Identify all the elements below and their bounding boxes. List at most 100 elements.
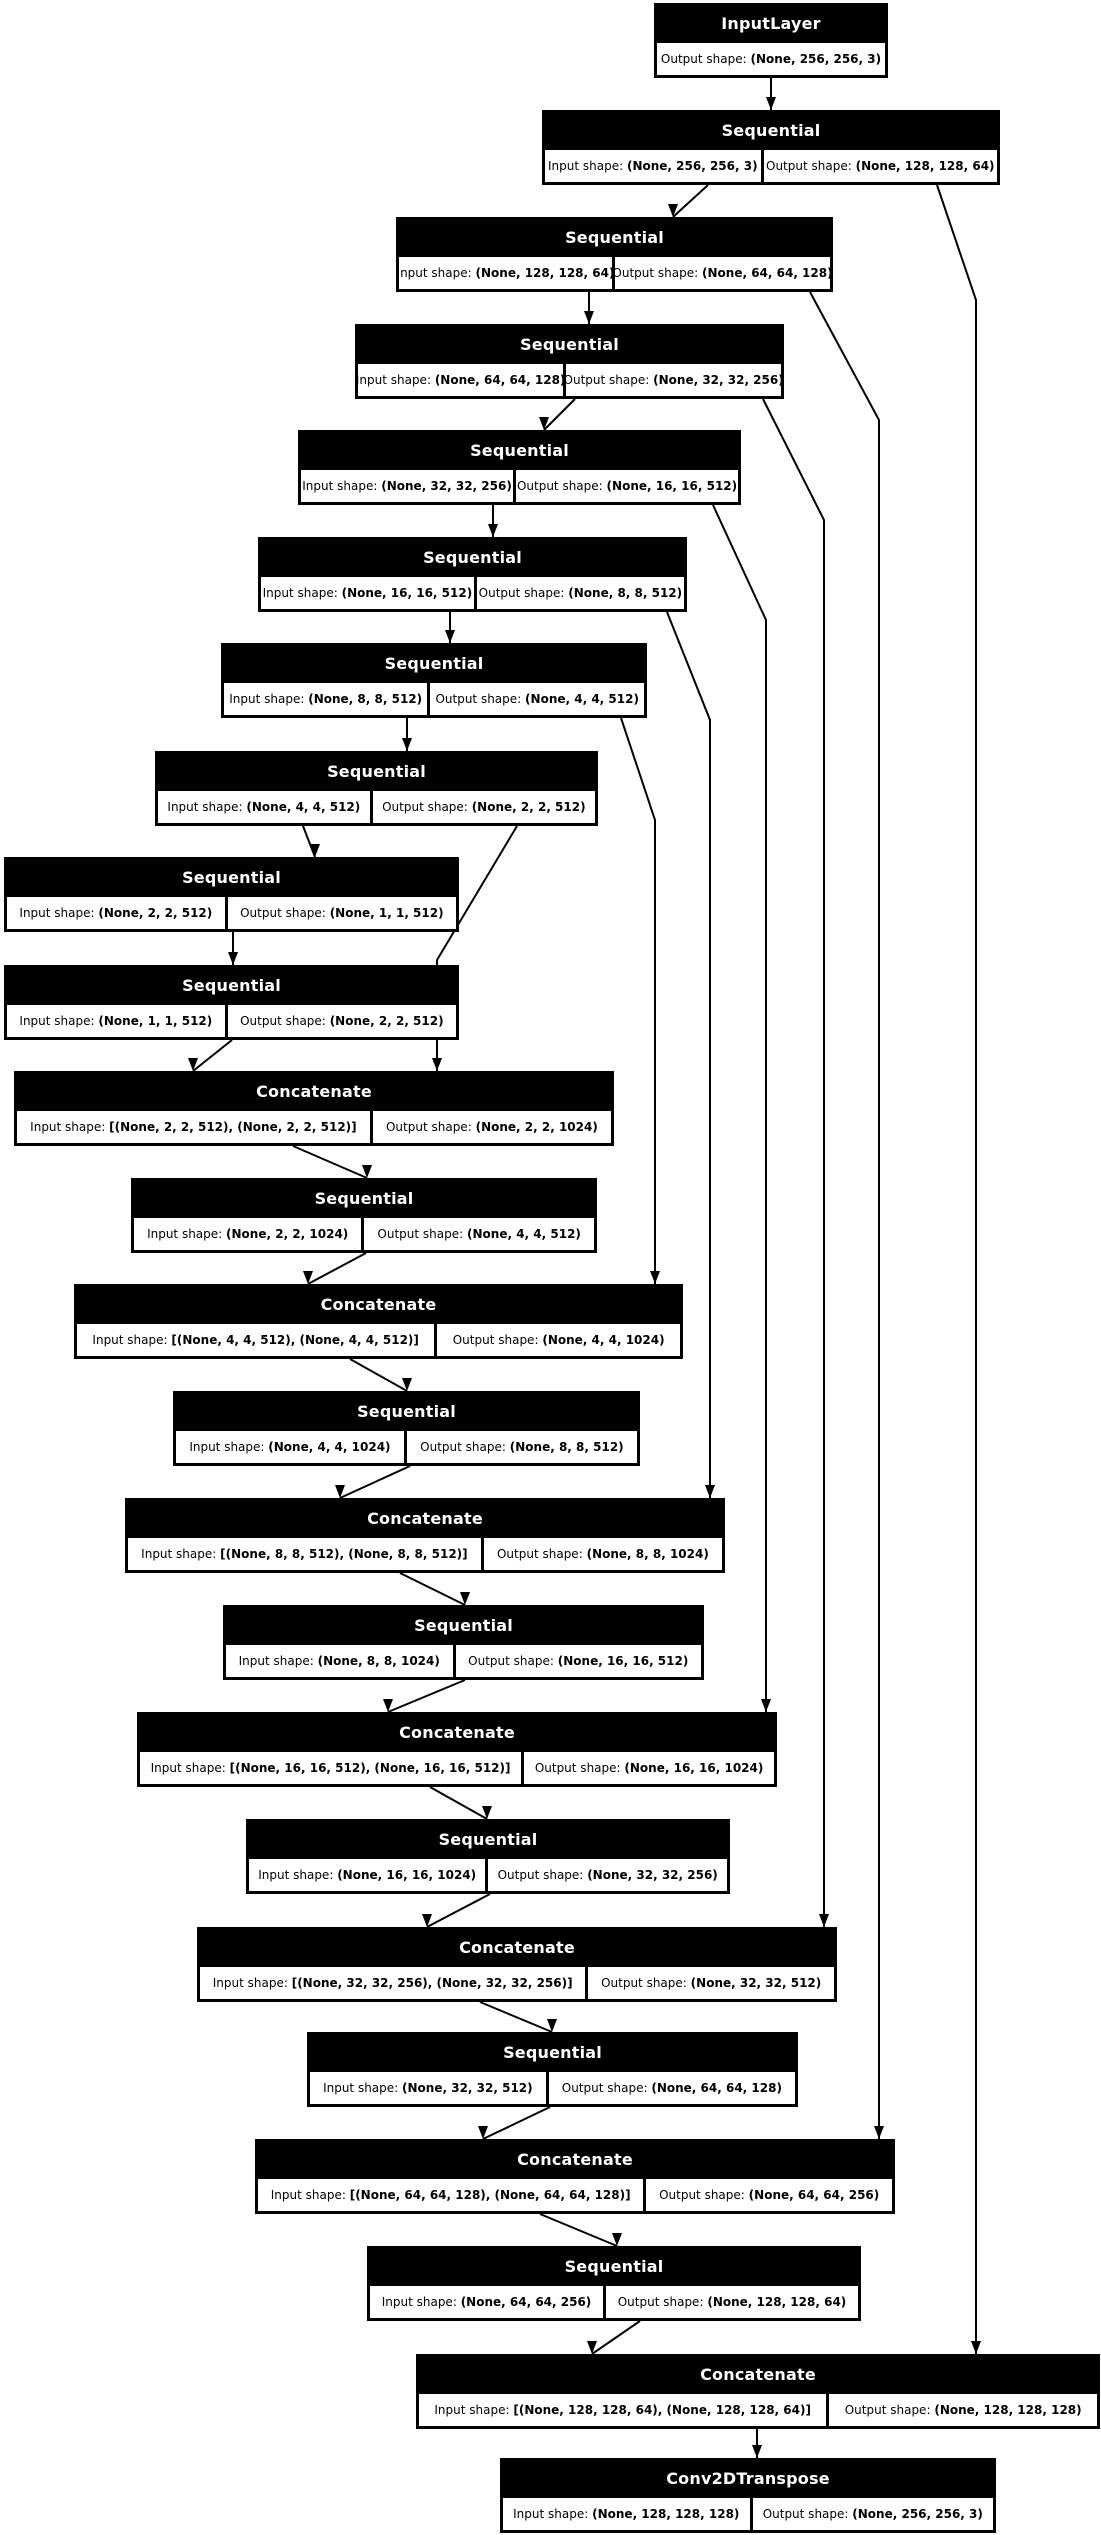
- layer-node-sequential-11: Sequential Input shape: (None, 2, 2, 102…: [131, 1178, 597, 1253]
- edge-arrowhead: [228, 952, 238, 965]
- edge-arrowhead: [587, 2341, 597, 2354]
- layer-shape-row: Input shape: (None, 128, 128, 64) Output…: [396, 257, 833, 292]
- edge-arrowhead: [402, 738, 412, 751]
- input-shape-cell: Input shape: (None, 64, 64, 128): [358, 364, 564, 396]
- input-shape-cell: Input shape: [(None, 8, 8, 512), (None, …: [128, 1538, 481, 1570]
- edge-arrowhead: [383, 1699, 393, 1712]
- layer-shape-row: Input shape: (None, 32, 32, 512) Output …: [307, 2072, 798, 2107]
- layer-node-concatenate-20: Concatenate Input shape: [(None, 64, 64,…: [255, 2139, 895, 2214]
- output-shape-cell: Output shape: (None, 256, 256, 3): [752, 2498, 994, 2530]
- edge-arrowhead: [460, 1592, 470, 1605]
- input-shape-cell: Input shape: [(None, 64, 64, 128), (None…: [258, 2179, 644, 2211]
- input-shape-label: Input shape:: [302, 479, 378, 493]
- layer-name: Sequential: [182, 867, 281, 887]
- output-shape-label: Output shape:: [420, 1440, 506, 1454]
- input-shape-cell: Input shape: (None, 1, 1, 512): [7, 1005, 225, 1037]
- layer-shape-row: Input shape: [(None, 8, 8, 512), (None, …: [125, 1538, 725, 1573]
- input-shape-value: (None, 2, 2, 512): [98, 906, 213, 920]
- edge-arrowhead: [362, 1165, 372, 1178]
- input-shape-label: Input shape:: [399, 266, 472, 280]
- edge-connector: [672, 184, 709, 218]
- input-shape-value: [(None, 4, 4, 512), (None, 4, 4, 512)]: [171, 1333, 419, 1347]
- input-shape-cell: Input shape: (None, 2, 2, 512): [7, 897, 225, 929]
- output-shape-cell: Output shape: (None, 2, 2, 1024): [372, 1111, 611, 1143]
- input-shape-label: Input shape:: [147, 1227, 223, 1241]
- layer-node-sequential-9: Sequential Input shape: (None, 1, 1, 512…: [4, 965, 459, 1040]
- input-shape-value: (None, 32, 32, 256): [381, 479, 512, 493]
- output-shape-cell: Output shape: (None, 4, 4, 1024): [437, 1324, 680, 1356]
- input-shape-cell: Input shape: (None, 2, 2, 1024): [134, 1218, 362, 1250]
- layer-shape-row: Input shape: (None, 32, 32, 256) Output …: [298, 470, 741, 505]
- output-shape-label: Output shape:: [385, 1120, 472, 1134]
- input-shape-label: Input shape:: [548, 159, 624, 173]
- input-shape-label: Input shape:: [258, 1868, 334, 1882]
- edge-connector: [479, 2001, 553, 2033]
- output-shape-label: Output shape:: [601, 1976, 687, 1990]
- output-shape-cell: Output shape: (None, 256, 256, 3): [657, 43, 885, 75]
- layer-name: Sequential: [314, 1188, 414, 1208]
- input-shape-value: (None, 32, 32, 512): [402, 2081, 533, 2095]
- edge-connector: [482, 2106, 551, 2140]
- input-shape-label: Input shape:: [92, 1333, 168, 1347]
- layer-node-sequential-1: Sequential Input shape: (None, 256, 256,…: [542, 110, 1000, 185]
- layer-node-sequential-8: Sequential Input shape: (None, 2, 2, 512…: [4, 857, 459, 932]
- layer-shape-row: Input shape: (None, 4, 4, 512) Output sh…: [155, 791, 598, 826]
- input-shape-cell: Input shape: (None, 256, 256, 3): [545, 150, 761, 182]
- edge-connector: [307, 1252, 367, 1285]
- input-shape-label: Input shape:: [434, 2403, 510, 2417]
- layer-node-concatenate-16: Concatenate Input shape: [(None, 16, 16,…: [137, 1712, 777, 1787]
- output-shape-value: (None, 32, 32, 512): [690, 1976, 822, 1990]
- output-shape-cell: Output shape: (None, 128, 128, 64): [606, 2286, 859, 2318]
- output-shape-cell: Output shape: (None, 128, 128, 128): [829, 2394, 1098, 2426]
- output-shape-value: (None, 32, 32, 256): [653, 373, 781, 387]
- edge-arrowhead: [310, 844, 320, 857]
- input-shape-cell: Input shape: [(None, 32, 32, 256), (None…: [200, 1967, 586, 1999]
- input-shape-cell: Input shape: [(None, 2, 2, 512), (None, …: [17, 1111, 370, 1143]
- input-shape-value: (None, 128, 128, 64): [475, 266, 612, 280]
- layer-node-sequential-17: Sequential Input shape: (None, 16, 16, 1…: [246, 1819, 730, 1894]
- output-shape-cell: Output shape: (None, 4, 4, 512): [430, 683, 644, 715]
- edge-arrowhead: [547, 2019, 557, 2032]
- output-shape-cell: Output shape: (None, 2, 2, 512): [372, 791, 595, 823]
- layer-name: Sequential: [423, 547, 522, 567]
- layer-shape-row: Input shape: [(None, 128, 128, 64), (Non…: [416, 2394, 1100, 2429]
- layer-shape-row: Input shape: (None, 64, 64, 128) Output …: [355, 364, 784, 399]
- layer-node-conv2dtranspose-23: Conv2DTranspose Input shape: (None, 128,…: [500, 2458, 996, 2533]
- layer-shape-row: Input shape: [(None, 32, 32, 256), (None…: [197, 1967, 837, 2002]
- layer-name: Concatenate: [367, 1508, 483, 1528]
- output-shape-cell: Output shape: (None, 2, 2, 512): [227, 1005, 456, 1037]
- input-shape-cell: Input shape: (None, 8, 8, 1024): [226, 1645, 453, 1677]
- output-shape-cell: Output shape: (None, 64, 64, 256): [646, 2179, 892, 2211]
- output-shape-label: Output shape:: [240, 1014, 326, 1028]
- output-shape-label: Output shape:: [844, 2403, 931, 2417]
- output-shape-value: (None, 16, 16, 512): [606, 479, 738, 493]
- layer-name: Concatenate: [700, 2364, 816, 2384]
- input-shape-cell: Input shape: [(None, 4, 4, 512), (None, …: [77, 1324, 435, 1356]
- output-shape-label: Output shape:: [240, 906, 326, 920]
- input-shape-value: [(None, 32, 32, 256), (None, 32, 32, 256…: [291, 1976, 573, 1990]
- edge-connector: [712, 504, 767, 1712]
- edge-connector: [302, 825, 316, 858]
- layer-node-sequential-7: Sequential Input shape: (None, 4, 4, 512…: [155, 751, 598, 826]
- output-shape-label: Output shape:: [435, 692, 522, 706]
- input-shape-cell: Input shape: (None, 32, 32, 512): [310, 2072, 546, 2104]
- input-shape-value: (None, 128, 128, 128): [592, 2507, 740, 2521]
- input-shape-cell: Input shape: (None, 16, 16, 512): [261, 577, 474, 609]
- output-shape-label: Output shape:: [382, 800, 468, 814]
- edge-arrowhead: [705, 1485, 715, 1498]
- output-shape-cell: Output shape: (None, 128, 128, 64): [763, 150, 997, 182]
- output-shape-cell: Output shape: (None, 8, 8, 512): [406, 1431, 637, 1463]
- layer-name: Sequential: [182, 975, 281, 995]
- input-shape-label: Input shape:: [229, 692, 305, 706]
- input-shape-label: Input shape:: [262, 586, 338, 600]
- input-shape-cell: Input shape: [(None, 128, 128, 64), (Non…: [419, 2394, 827, 2426]
- output-shape-cell: Output shape: (None, 16, 16, 512): [516, 470, 738, 502]
- layer-shape-row: Input shape: (None, 2, 2, 512) Output sh…: [4, 897, 459, 932]
- edge-arrowhead: [445, 630, 455, 643]
- output-shape-value: (None, 64, 64, 128): [702, 266, 830, 280]
- layer-name: Sequential: [384, 653, 484, 673]
- output-shape-value: (None, 64, 64, 256): [748, 2188, 880, 2202]
- edge-arrowhead: [584, 311, 594, 324]
